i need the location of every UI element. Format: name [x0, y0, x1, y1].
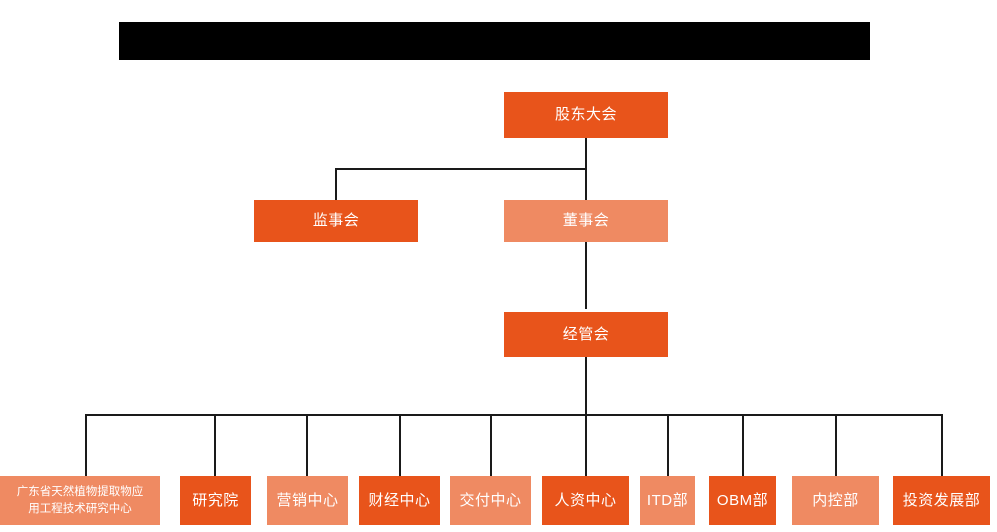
- node-shareholders-meeting[interactable]: 股东大会: [504, 92, 668, 138]
- connector-management-down: [585, 357, 587, 417]
- connector-drop-3: [306, 414, 308, 476]
- node-board-of-directors[interactable]: 董事会: [504, 200, 668, 242]
- connector-drop-1: [85, 414, 87, 476]
- node-label: 内控部: [812, 491, 859, 509]
- node-label: 研究院: [192, 491, 239, 509]
- node-label: 董事会: [562, 212, 610, 230]
- node-label: OBM部: [716, 491, 769, 509]
- connector-drop-8: [742, 414, 744, 476]
- connector-drop-4: [399, 414, 401, 476]
- node-dept-marketing-center[interactable]: 营销中心: [267, 476, 348, 525]
- node-dept-research-institute[interactable]: 研究院: [180, 476, 251, 525]
- node-dept-obm[interactable]: OBM部: [709, 476, 776, 525]
- connector-drop-10: [941, 414, 943, 476]
- node-label: 股东大会: [554, 106, 617, 124]
- node-label: 经管会: [562, 325, 610, 343]
- node-management-committee[interactable]: 经管会: [504, 312, 668, 357]
- connector-supervisors-down: [335, 168, 337, 200]
- node-label: 投资发展部: [902, 491, 981, 509]
- node-label: 监事会: [312, 212, 360, 230]
- title-banner: [119, 22, 870, 60]
- node-dept-investment-development[interactable]: 投资发展部: [893, 476, 990, 525]
- node-dept-finance-center[interactable]: 财经中心: [359, 476, 440, 525]
- node-label: 营销中心: [276, 491, 339, 509]
- connector-drop-9: [835, 414, 837, 476]
- connector-drop-2: [214, 414, 216, 476]
- node-label: 广东省天然植物提取物应 用工程技术研究中心: [16, 485, 144, 515]
- connector-tier2-bus: [335, 168, 587, 170]
- connector-directors-to-management: [585, 241, 587, 309]
- node-label: ITD部: [646, 491, 689, 509]
- node-dept-delivery-center[interactable]: 交付中心: [450, 476, 531, 525]
- connector-drop-7: [667, 414, 669, 476]
- node-label: 人资中心: [554, 491, 617, 509]
- node-board-of-supervisors[interactable]: 监事会: [254, 200, 418, 242]
- connector-shareholders-down: [585, 138, 587, 170]
- node-dept-internal-control[interactable]: 内控部: [792, 476, 879, 525]
- node-label: 财经中心: [368, 491, 431, 509]
- node-dept-hr-center[interactable]: 人资中心: [542, 476, 629, 525]
- node-dept-itd[interactable]: ITD部: [640, 476, 695, 525]
- connector-department-bus: [85, 414, 943, 416]
- connector-drop-5: [490, 414, 492, 476]
- node-label: 交付中心: [459, 491, 522, 509]
- connector-directors-down: [585, 168, 587, 200]
- node-dept-guangdong-research-center[interactable]: 广东省天然植物提取物应 用工程技术研究中心: [0, 476, 160, 525]
- connector-drop-6: [585, 414, 587, 476]
